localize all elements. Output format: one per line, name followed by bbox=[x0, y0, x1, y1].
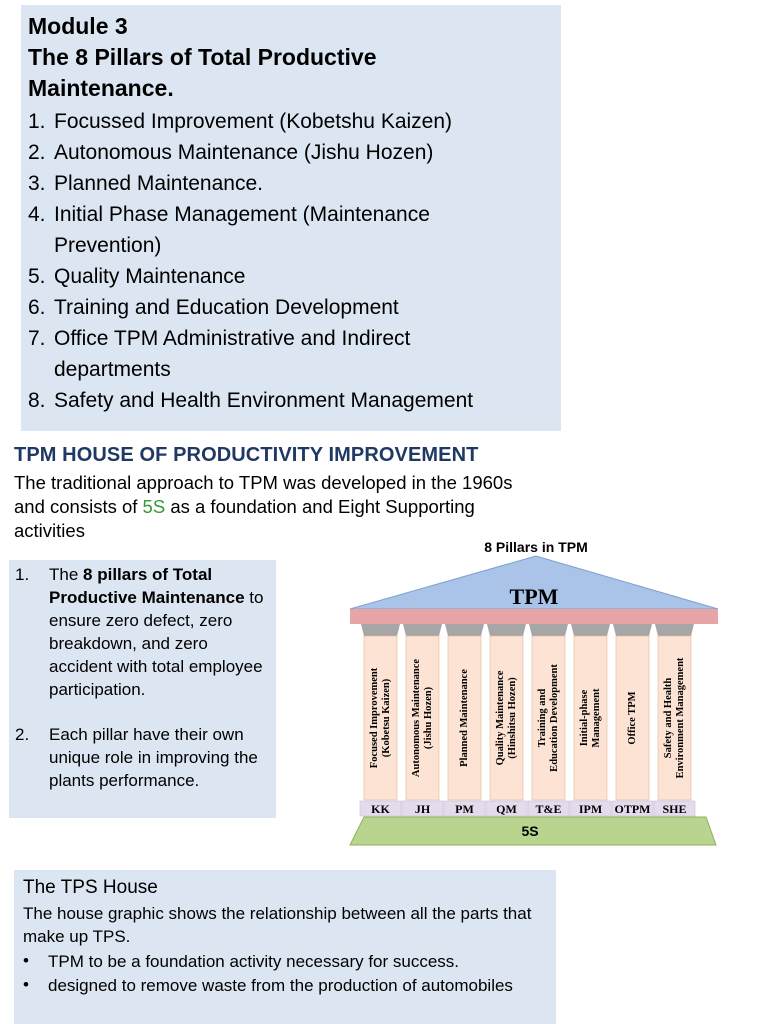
pillar-label: (Kobetsu Kaizen) bbox=[381, 678, 392, 757]
pillar-label: Focused Improvement bbox=[369, 667, 380, 768]
note-item: 1.The 8 pillars of Total Productive Main… bbox=[15, 565, 264, 699]
pillar-list-item: 6.Training and Education Development bbox=[28, 296, 399, 319]
module-heading-line: The 8 Pillars of Total Productive bbox=[28, 44, 377, 70]
pillar: Autonomous Maintenance(Jishu Hozen) JH bbox=[401, 624, 444, 817]
tpm-house-diagram: 8 Pillars in TPM TPM Focused Improvement… bbox=[340, 532, 740, 852]
pillar-list-item: 8.Safety and Health Environment Manageme… bbox=[28, 389, 474, 412]
pillar: Office TPM OTPM bbox=[611, 624, 654, 817]
pillar-abbr-box bbox=[569, 800, 612, 817]
tps-bullets: •TPM to be a foundation activity necessa… bbox=[23, 950, 556, 998]
pillar-capital bbox=[445, 624, 484, 636]
pillar-label: Planned Maintenance bbox=[459, 669, 470, 767]
bullet-icon: • bbox=[23, 951, 29, 970]
pillar-abbr: KK bbox=[371, 802, 390, 816]
pillar-capital bbox=[613, 624, 652, 636]
pillar-label: (Jishu Hozen) bbox=[423, 686, 434, 749]
roof-beam bbox=[350, 609, 718, 624]
pillar-capital bbox=[361, 624, 400, 636]
pillar-shaft bbox=[405, 635, 440, 801]
tps-title: The TPS House bbox=[23, 877, 158, 898]
pillar-shaft bbox=[615, 635, 650, 801]
pillar-abbr-box bbox=[401, 800, 444, 817]
house-heading: TPM HOUSE OF PRODUCTIVITY IMPROVEMENT bbox=[14, 444, 479, 466]
module-heading-line: Maintenance. bbox=[28, 75, 174, 101]
tps-box: The TPS House The house graphic shows th… bbox=[14, 870, 556, 1024]
pillar-label: Office TPM bbox=[627, 691, 638, 744]
pillar-abbr-box bbox=[527, 800, 570, 817]
pillar-list-item: 1.Focussed Improvement (Kobetshu Kaizen) bbox=[28, 110, 453, 133]
pillar-abbr-box bbox=[611, 800, 654, 817]
pillar-abbr-box bbox=[653, 800, 696, 817]
pillar-label: Education Development bbox=[549, 664, 560, 772]
foundation-label: 5S bbox=[521, 823, 538, 839]
note-bold: 8 pillars of Total Productive Maintenanc… bbox=[49, 565, 245, 607]
pillar-label: Environment Management bbox=[675, 657, 686, 778]
pillar-abbr-box bbox=[485, 800, 528, 817]
tps-bullet-item: •TPM to be a foundation activity necessa… bbox=[23, 951, 460, 971]
pillar-abbr: OTPM bbox=[615, 802, 651, 816]
pillar-abbr-box bbox=[359, 800, 402, 817]
bullet-icon: • bbox=[23, 975, 29, 994]
pillar-list-item: 4.Initial Phase Management (Maintenance … bbox=[28, 203, 430, 257]
tps-text: The house graphic shows the relationship… bbox=[23, 904, 532, 946]
pillar-label: (Hinshitsu Hozen) bbox=[507, 677, 518, 759]
pillar-label: Management bbox=[591, 688, 602, 747]
pillar-label: Training and bbox=[537, 689, 548, 748]
pillar-list-item: 5.Quality Maintenance bbox=[28, 265, 246, 288]
pillar-group: Focused Improvement(Kobetsu Kaizen) KK Aut… bbox=[359, 624, 696, 817]
pillar: Focused Improvement(Kobetsu Kaizen) KK bbox=[359, 624, 402, 817]
pillar-label: Safety and Health bbox=[663, 678, 674, 759]
pillar-shaft bbox=[447, 635, 482, 801]
tpm-house-svg: 8 Pillars in TPM TPM Focused Improvement… bbox=[349, 539, 719, 846]
house-intro: The traditional approach to TPM was deve… bbox=[14, 472, 513, 541]
pillar-abbr: T&E bbox=[535, 802, 561, 816]
pillar-capital bbox=[571, 624, 610, 636]
pillar-shaft bbox=[489, 635, 524, 801]
pillar-shaft bbox=[573, 635, 608, 801]
pillar-label: Autonomous Maintenance bbox=[411, 659, 422, 777]
pillar-list-item: 3.Planned Maintenance. bbox=[28, 172, 263, 195]
roof-label: TPM bbox=[510, 584, 559, 609]
tps-bullet-item: •designed to remove waste from the produ… bbox=[23, 975, 513, 995]
note-item: 2.Each pillar have their own unique role… bbox=[15, 725, 258, 790]
pillar-label: Quality Maintenance bbox=[495, 670, 506, 765]
pillar-abbr: QM bbox=[496, 802, 517, 816]
pillar-label: Initial-phase bbox=[579, 689, 590, 746]
foundation bbox=[349, 816, 717, 846]
module-title: Module 3 The 8 Pillars of Total Producti… bbox=[28, 11, 561, 104]
pillar-capital bbox=[487, 624, 526, 636]
pillar-capital bbox=[529, 624, 568, 636]
pillar-shaft bbox=[657, 635, 692, 801]
pillar-capital bbox=[403, 624, 442, 636]
diagram-title: 8 Pillars in TPM bbox=[484, 539, 587, 555]
pillar-list-item: 7.Office TPM Administrative and Indirect… bbox=[28, 327, 411, 381]
pillar-abbr: SHE bbox=[662, 802, 686, 816]
5s-highlight: 5S bbox=[142, 496, 166, 517]
pillar-capital bbox=[655, 624, 694, 636]
pillar-list: 1.Focussed Improvement (Kobetshu Kaizen)… bbox=[28, 106, 561, 416]
notes-box: 1.The 8 pillars of Total Productive Main… bbox=[9, 560, 276, 818]
pillar-abbr: JH bbox=[415, 802, 431, 816]
pillar-abbr: IPM bbox=[579, 802, 602, 816]
module-panel: Module 3 The 8 Pillars of Total Producti… bbox=[21, 5, 561, 431]
pillar-shaft bbox=[531, 635, 566, 801]
pillar-list-item: 2.Autonomous Maintenance (Jishu Hozen) bbox=[28, 141, 434, 164]
pillar: Quality Maintenance(Hinshitsu Hozen) QM bbox=[485, 624, 528, 817]
pillar-abbr-box bbox=[443, 800, 486, 817]
module-number: Module 3 bbox=[28, 13, 128, 39]
pillar-abbr: PM bbox=[455, 802, 474, 816]
pillar-shaft bbox=[363, 635, 398, 801]
